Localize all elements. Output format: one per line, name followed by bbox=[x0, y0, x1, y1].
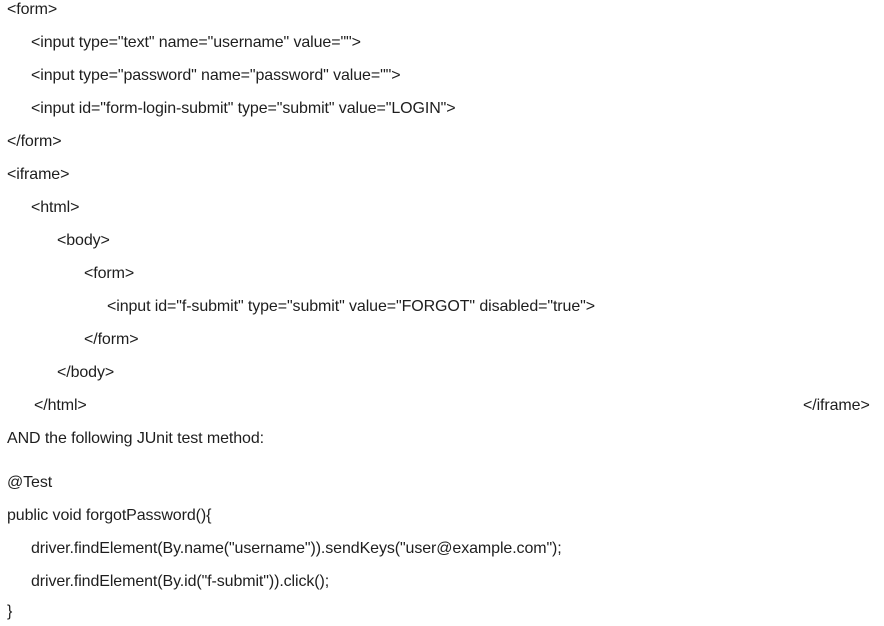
iframe-close-tag: </iframe> bbox=[803, 397, 870, 414]
username-input-tag: <input type="text" name="username" value… bbox=[31, 34, 361, 51]
html-open-tag: <html> bbox=[31, 199, 80, 216]
password-input-tag: <input type="password" name="password" v… bbox=[31, 67, 401, 84]
send-keys-statement: driver.findElement(By.name("username")).… bbox=[31, 540, 562, 557]
test-annotation: @Test bbox=[7, 474, 53, 491]
forgot-submit-input-tag: <input id="f-submit" type="submit" value… bbox=[107, 298, 595, 315]
login-submit-input-tag: <input id="form-login-submit" type="subm… bbox=[31, 100, 456, 117]
body-close-tag: </body> bbox=[57, 364, 115, 381]
body-open-tag: <body> bbox=[57, 232, 110, 249]
method-close-brace: } bbox=[7, 603, 13, 620]
form-close-tag: </form> bbox=[7, 133, 62, 150]
html-close-tag: </html> bbox=[34, 397, 87, 414]
inner-form-close-tag: </form> bbox=[84, 331, 139, 348]
method-signature: public void forgotPassword(){ bbox=[7, 507, 212, 524]
iframe-open-tag: <iframe> bbox=[7, 166, 70, 183]
inner-form-open-tag: <form> bbox=[84, 265, 135, 282]
intro-text: AND the following JUnit test method: bbox=[7, 430, 264, 447]
form-open-tag: <form> bbox=[7, 1, 58, 18]
click-statement: driver.findElement(By.id("f-submit")).cl… bbox=[31, 573, 330, 590]
